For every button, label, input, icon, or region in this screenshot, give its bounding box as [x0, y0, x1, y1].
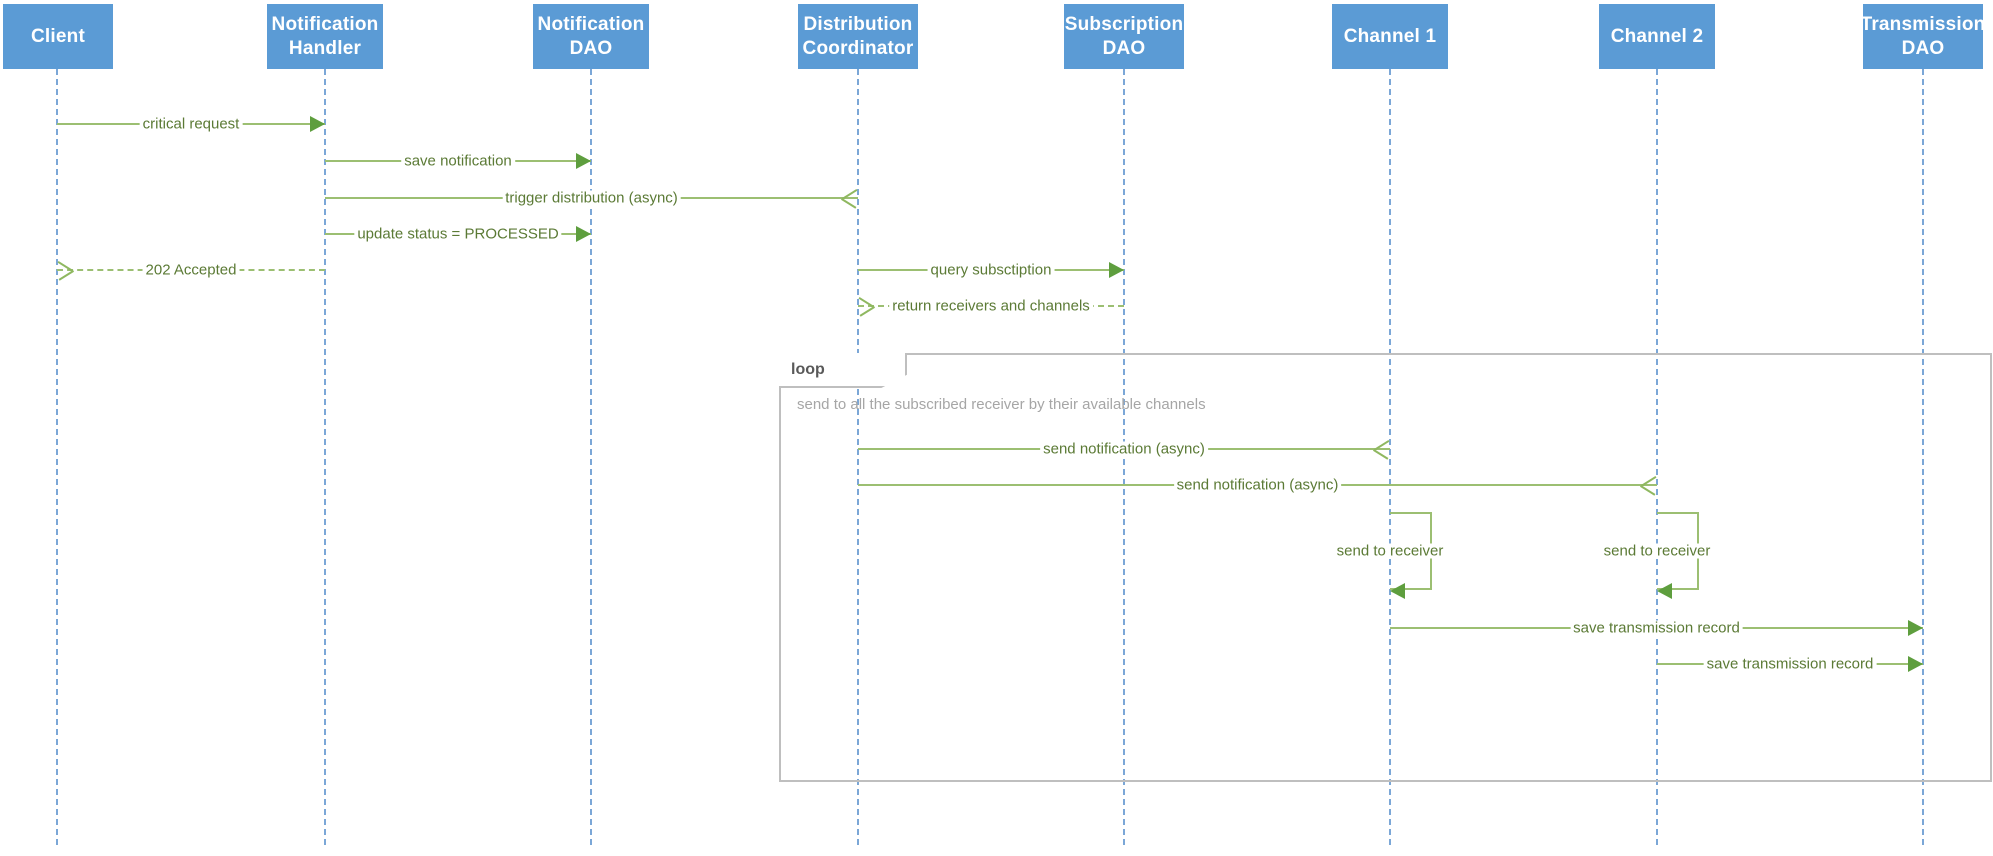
- message-label: 202 Accepted: [142, 262, 240, 278]
- lifeline-channel1: [1389, 69, 1391, 845]
- self-call-label: send to receiver: [1333, 543, 1447, 559]
- participant-label: Channel 2: [1610, 25, 1704, 47]
- message-label: return receivers and channels: [889, 298, 1093, 314]
- arrowhead-icon: [1657, 583, 1672, 599]
- message-label: critical request: [139, 116, 243, 132]
- arrowhead-icon: [1390, 583, 1405, 599]
- lifeline-dist_coord: [857, 69, 859, 845]
- participant-label: Transmission DAO: [1860, 13, 1986, 59]
- message-label: save transmission record: [1570, 620, 1743, 636]
- lifeline-notif_handler: [324, 69, 326, 845]
- message-label: query subsctiption: [927, 262, 1055, 278]
- participant-dist_coord[interactable]: Distribution Coordinator: [798, 4, 918, 69]
- arrowhead-icon: [1908, 656, 1923, 672]
- lifeline-trans_dao: [1922, 69, 1924, 845]
- arrowhead-icon: [576, 153, 591, 169]
- lifeline-client: [56, 69, 58, 845]
- participant-client[interactable]: Client: [3, 4, 113, 69]
- arrowhead-icon: [57, 261, 73, 279]
- message-label: save transmission record: [1703, 656, 1877, 672]
- arrowhead-icon: [1374, 440, 1390, 458]
- lifeline-channel2: [1656, 69, 1658, 845]
- participant-label: Notification DAO: [537, 13, 645, 59]
- fragment-operator-label: loop: [779, 353, 907, 388]
- participant-notif_dao[interactable]: Notification DAO: [533, 4, 649, 69]
- message-label: update status = PROCESSED: [354, 226, 562, 242]
- arrowhead-icon: [310, 116, 325, 132]
- arrowhead-icon: [842, 189, 858, 207]
- participant-label: Subscription DAO: [1064, 13, 1184, 59]
- arrowhead-icon: [1109, 262, 1124, 278]
- self-call-label: send to receiver: [1600, 543, 1714, 559]
- arrowhead-icon: [1641, 476, 1657, 494]
- participant-label: Notification Handler: [271, 13, 379, 59]
- lifeline-sub_dao: [1123, 69, 1125, 845]
- participant-label: Channel 1: [1343, 25, 1437, 47]
- fragment-condition-text: send to all the subscribed receiver by t…: [797, 396, 1206, 413]
- message-label: send notification (async): [1040, 441, 1208, 457]
- message-label: trigger distribution (async): [502, 190, 681, 206]
- arrowhead-icon: [576, 226, 591, 242]
- participant-channel1[interactable]: Channel 1: [1332, 4, 1448, 69]
- message-label: save notification: [401, 153, 515, 169]
- arrowhead-icon: [858, 297, 874, 315]
- combined-fragment-loop: [779, 353, 1992, 782]
- participant-sub_dao[interactable]: Subscription DAO: [1064, 4, 1184, 69]
- message-label: send notification (async): [1173, 477, 1342, 493]
- participant-trans_dao[interactable]: Transmission DAO: [1860, 4, 1986, 69]
- participant-label: Distribution Coordinator: [802, 13, 914, 59]
- arrowhead-icon: [1908, 620, 1923, 636]
- participant-notif_handler[interactable]: Notification Handler: [267, 4, 383, 69]
- lifeline-notif_dao: [590, 69, 592, 845]
- participant-label: Client: [31, 25, 85, 47]
- participant-channel2[interactable]: Channel 2: [1599, 4, 1715, 69]
